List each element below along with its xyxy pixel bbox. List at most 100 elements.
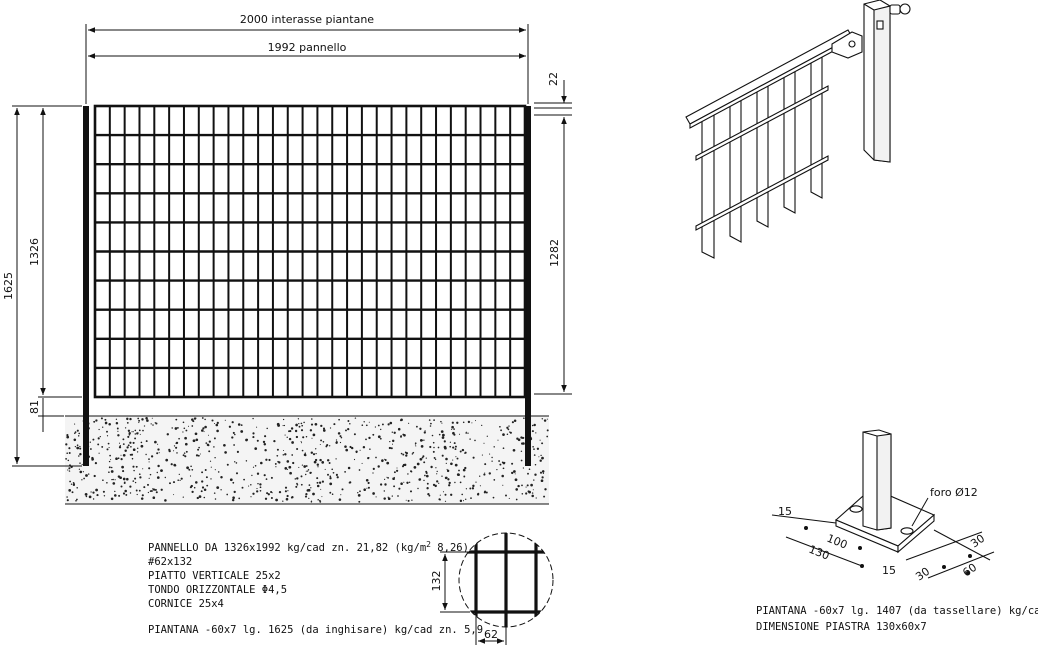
gravel-dot (208, 440, 211, 443)
gravel-dot (533, 454, 536, 456)
panel-height-label: 1326 (28, 238, 41, 266)
gravel-dot (436, 480, 439, 483)
gravel-dot (184, 436, 187, 440)
gravel-dot (164, 499, 167, 502)
gravel-dot (134, 437, 137, 440)
gravel-dot (326, 459, 330, 462)
gravel-dot (303, 465, 307, 468)
gravel-dot (329, 491, 332, 494)
gravel-dot (442, 433, 445, 437)
gravel-dot (231, 498, 235, 502)
gravel-dot (157, 443, 159, 445)
gravel-dot (130, 445, 132, 448)
gravel-dot (383, 497, 386, 500)
dim-30b-label: 30 (913, 565, 932, 584)
gravel-dot (189, 469, 191, 471)
gravel-dot (288, 437, 292, 441)
gravel-dot (93, 474, 96, 478)
gravel-dot (345, 429, 347, 432)
gravel-dot (259, 483, 262, 486)
gravel-dot (498, 460, 501, 462)
gravel-dot (481, 424, 483, 427)
gravel-dot (134, 477, 137, 480)
gravel-dot (464, 498, 467, 501)
gravel-dot (150, 490, 153, 492)
gravel-dot (108, 447, 110, 449)
gravel-dot (497, 439, 499, 441)
gravel-dot (160, 469, 163, 472)
gravel-dot (411, 499, 413, 501)
gravel-dot (453, 442, 456, 445)
gravel-dot (270, 496, 273, 500)
gravel-dot (440, 420, 442, 423)
gravel-dot (106, 448, 109, 451)
gravel-dot (268, 458, 271, 462)
gravel-dot (115, 457, 118, 461)
gravel-dot (285, 497, 289, 501)
gravel-dot (204, 469, 207, 471)
gravel-dot (120, 458, 123, 461)
gravel-dot (300, 429, 304, 432)
gravel-dot (347, 466, 351, 470)
gravel-dot (166, 433, 169, 436)
dim-30a-label: 30 (968, 532, 987, 551)
gravel-dot (291, 441, 294, 444)
gravel-dot (143, 425, 146, 427)
gravel-dot (409, 490, 413, 493)
gravel-dot (339, 441, 342, 444)
gravel-dot (425, 471, 428, 475)
gravel-dot (354, 417, 357, 419)
gravel-dot (488, 472, 491, 475)
gravel-dot (191, 490, 194, 494)
gravel-dot (355, 452, 358, 454)
gravel-texture (65, 416, 549, 503)
gravel-dot (347, 427, 350, 431)
gravel-dot (259, 486, 262, 489)
gravel-dot (527, 472, 529, 475)
gravel-dot (456, 457, 459, 460)
gravel-dot (260, 461, 263, 465)
gravel-dot (114, 494, 117, 497)
gravel-dot (377, 465, 380, 468)
gravel-dot (470, 497, 472, 499)
gravel-dot (197, 454, 200, 457)
gravel-dot (135, 489, 138, 492)
gravel-dot (155, 491, 158, 494)
gravel-dot (335, 458, 337, 460)
gravel-dot (66, 499, 69, 502)
right-post (525, 106, 531, 466)
gravel-dot (127, 444, 130, 447)
gravel-dot (321, 461, 325, 464)
gravel-dot (237, 423, 241, 426)
gravel-dot (201, 429, 204, 432)
gravel-dot (195, 454, 199, 457)
gravel-dot (436, 470, 438, 473)
gravel-dot (442, 491, 445, 493)
gravel-dot (66, 435, 70, 439)
panel-note-line1: PANNELLO DA 1326x1992 kg/cad zn. 21,82 (… (148, 540, 469, 554)
gravel-dot (120, 485, 123, 488)
gravel-dot (252, 432, 255, 435)
gravel-dot (232, 431, 235, 434)
gravel-dot (182, 421, 185, 424)
gravel-dot (389, 440, 391, 443)
gravel-dot (296, 477, 299, 480)
gravel-dot (145, 416, 148, 420)
gravel-dot (368, 421, 370, 423)
gravel-dot (122, 453, 126, 457)
gravel-dot (127, 429, 131, 432)
gravel-dot (65, 457, 68, 460)
dimension-right-height: 1282 (534, 114, 572, 395)
gravel-dot (184, 442, 188, 446)
gravel-dot (283, 424, 286, 427)
gravel-dot (423, 479, 425, 482)
gravel-dot (450, 428, 453, 430)
gravel-dot (429, 425, 432, 427)
gravel-dot (254, 447, 258, 450)
gravel-dot (109, 454, 111, 457)
gravel-dot (438, 433, 441, 436)
gravel-dot (467, 432, 469, 434)
gravel-dot (423, 431, 426, 434)
gravel-dot (384, 478, 386, 480)
gravel-dot (102, 479, 104, 482)
